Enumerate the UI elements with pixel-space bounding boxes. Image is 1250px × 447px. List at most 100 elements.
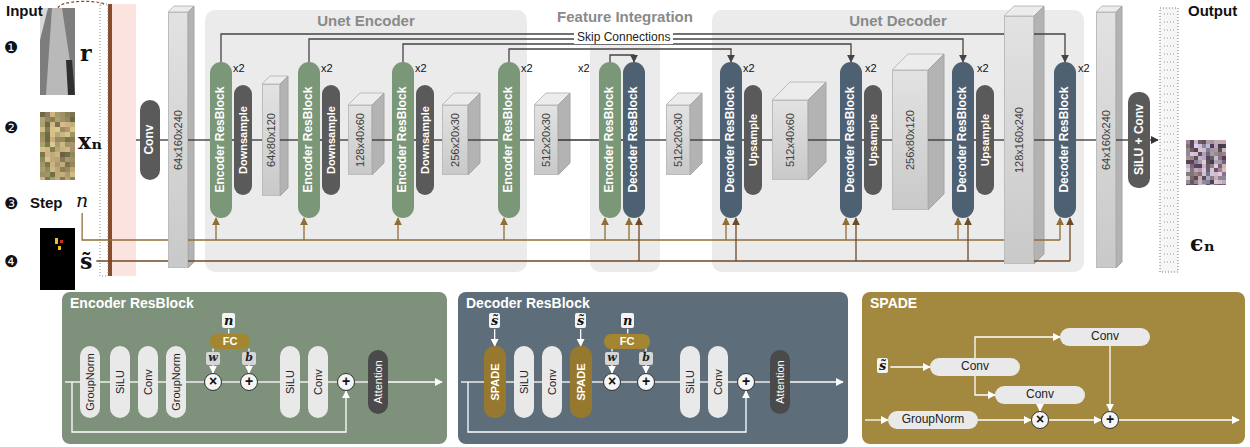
feature-map-face: [280, 76, 288, 196]
output-stack: [1164, 166, 1174, 167]
block-label: Conv: [143, 125, 156, 155]
noise-pixel: [1222, 156, 1226, 160]
block-label: 128x160x240: [1013, 107, 1025, 173]
panel-fill: [712, 10, 1084, 272]
noise-pixel: [55, 137, 60, 142]
noise-pixel: [1186, 152, 1190, 156]
noise-pixel: [45, 172, 50, 177]
noise-pixel: [1202, 152, 1206, 156]
decoder-resblock: Decoder ResBlock: [720, 62, 742, 218]
noise-pixel: [1214, 184, 1218, 185]
block-label: Encoder ResBlock: [302, 87, 315, 193]
input-symbol: n: [621, 313, 634, 328]
block-label: Conv: [546, 369, 558, 395]
noise-pixel: [1210, 156, 1214, 160]
noise-pixel: [55, 157, 60, 162]
output-stack: [1164, 134, 1174, 135]
module-panel: Unet DecoderDecoder ResBlockUpsample512x…: [712, 10, 1084, 272]
semantic-image: [55, 238, 58, 244]
output-stack: [1164, 54, 1174, 55]
block-label: 256x20x30: [449, 113, 461, 167]
callout-number: ❷: [4, 118, 18, 137]
noise-pixel: [1222, 172, 1226, 176]
output-stack: [1164, 62, 1174, 63]
noise-pixel: [70, 167, 75, 172]
noise-pixel: [1214, 164, 1218, 168]
decoder-resblock: Decoder ResBlock: [840, 62, 862, 218]
noise-pixel: [1186, 156, 1190, 160]
noise-pixel: [60, 117, 65, 122]
condition-line: [1059, 218, 1060, 240]
noise-pixel: [1202, 156, 1206, 160]
output-stack: [1164, 198, 1174, 199]
attention-block: Attention: [368, 350, 388, 414]
noise-pixel: [50, 162, 55, 167]
input-symbol: s̃: [575, 313, 586, 328]
feature-map-face: [1034, 6, 1044, 264]
connector: [468, 139, 498, 140]
connector: [186, 381, 204, 382]
noise-pixel: [1194, 144, 1198, 148]
feature-map-face: [690, 93, 702, 175]
decoder-resblock: Decoder ResBlock: [1054, 62, 1076, 218]
feature-map: 64x160x240: [1096, 12, 1116, 268]
noise-pixel: [70, 137, 75, 142]
noise-pixel: [60, 132, 65, 137]
connector: [975, 337, 1060, 358]
panel-heading: Encoder ResBlock: [62, 292, 447, 315]
block-label: w: [208, 352, 217, 364]
noise-pixel: [1222, 184, 1226, 185]
repeat-count: x2: [321, 62, 333, 74]
layer-block: GroupNorm: [166, 346, 186, 418]
connector: [645, 139, 666, 140]
block-label: Encoder ResBlock: [603, 87, 616, 193]
operator-circle: ×: [204, 373, 222, 391]
noise-pixel: [50, 147, 55, 152]
noise-pixel: [70, 117, 75, 122]
condition-line: [725, 218, 726, 240]
noise-pixel: [50, 177, 55, 180]
road-image: [66, 60, 75, 95]
noise-pixel: [40, 162, 45, 167]
noise-pixel: [1194, 140, 1198, 144]
flow-line: [1119, 419, 1239, 420]
noise-pixel: [65, 152, 70, 157]
block-label: ×: [209, 374, 217, 389]
block-label: Encoder ResBlock: [214, 87, 227, 193]
input-stack: [108, 4, 136, 276]
block-label: 512x40x60: [784, 113, 796, 167]
flow-line: [890, 366, 930, 367]
noise-pixel: [1206, 156, 1210, 160]
output-stack: [1164, 238, 1174, 239]
condition-line: [303, 218, 304, 240]
fc-block: FC: [604, 334, 650, 349]
panel-fill: [205, 10, 527, 272]
block-label: Encoder ResBlock: [502, 87, 515, 193]
block-label: SiLU: [284, 370, 296, 394]
output-stack: [1164, 158, 1174, 159]
noise-pixel: [1218, 148, 1222, 152]
output-stack: [1164, 254, 1174, 255]
condition-line: [845, 218, 846, 240]
semantic-image: [60, 240, 63, 243]
connector: [610, 55, 634, 62]
connector: [372, 139, 392, 140]
noise-pixel: [1206, 152, 1210, 156]
connector: [762, 139, 772, 140]
block-label: SPADE: [489, 363, 501, 400]
layer-block: Conv: [1060, 328, 1150, 346]
noise-pixel: [55, 147, 60, 152]
connector: [280, 139, 298, 140]
noise-pixel: [70, 157, 75, 162]
noise-pixel: [60, 147, 65, 152]
block-label: Attention: [372, 360, 384, 403]
conv-block: Conv: [140, 100, 160, 180]
connector: [808, 139, 840, 140]
connector: [1116, 139, 1128, 140]
output-stack: [1164, 190, 1174, 191]
noise-pixel: [1194, 172, 1198, 176]
downsample-block: Downsample: [234, 85, 252, 195]
feature-map: 64x80x120: [262, 84, 280, 196]
output-stack: [1164, 94, 1174, 95]
